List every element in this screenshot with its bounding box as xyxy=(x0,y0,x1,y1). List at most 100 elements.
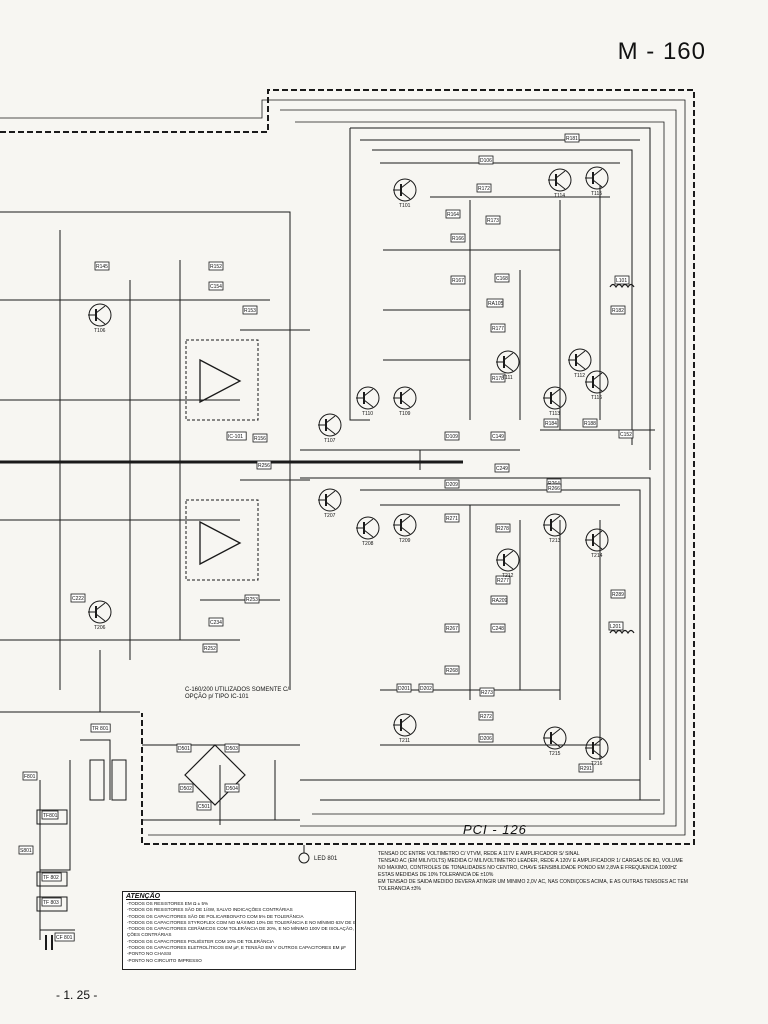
svg-text:R188: R188 xyxy=(584,421,596,427)
component-r291: R291 xyxy=(578,763,594,773)
component-f801: F801 xyxy=(22,771,38,781)
transistor-label: T212 xyxy=(502,573,514,579)
svg-text:R252: R252 xyxy=(204,646,216,652)
component-r253: R253 xyxy=(244,594,260,604)
transistor-t214 xyxy=(585,528,609,552)
component-tf-802: TF 802 xyxy=(41,872,62,882)
transistor-t111 xyxy=(496,350,520,374)
svg-text:C249: C249 xyxy=(496,466,508,472)
legend-line: ESTAS MEDIDAS DE 10% TOLERÂNCIA DE ±10% xyxy=(378,872,494,878)
component-r252: R252 xyxy=(202,643,218,653)
transistor-t114 xyxy=(548,168,572,192)
transistor-t215 xyxy=(543,726,567,750)
svg-text:C222: C222 xyxy=(72,596,84,602)
svg-text:R178: R178 xyxy=(492,376,504,382)
component-tf-803: TF 803 xyxy=(41,897,62,907)
transistor-label: T208 xyxy=(362,541,374,547)
component-d502: D502 xyxy=(178,783,194,793)
component-r256: R256 xyxy=(256,460,272,470)
svg-text:TF801: TF801 xyxy=(43,813,58,819)
transistor-label: T215 xyxy=(549,751,561,757)
legend-line: TENSÃO DC ENTRE VOLTÍMETRO C/ VTVM, REDE… xyxy=(378,851,580,857)
opamp-upper xyxy=(199,358,242,404)
svg-text:CF 801: CF 801 xyxy=(56,935,73,941)
transistor-label: T113 xyxy=(549,411,560,417)
transistor-t216 xyxy=(585,736,609,760)
page-number: - 1. 25 - xyxy=(56,988,98,1002)
svg-text:F801: F801 xyxy=(24,774,36,780)
svg-text:R177: R177 xyxy=(492,326,504,332)
component-r181: R181 xyxy=(564,133,580,143)
svg-text:C152: C152 xyxy=(620,432,632,438)
component-r267: R267 xyxy=(444,623,460,633)
component-r173: R173 xyxy=(485,215,501,225)
component-r188: R188 xyxy=(582,418,598,428)
transistor-t207 xyxy=(318,488,342,512)
svg-text:D206: D206 xyxy=(480,736,492,742)
svg-text:R278: R278 xyxy=(497,526,509,532)
transistor-t107 xyxy=(318,413,342,437)
transistor-label: T107 xyxy=(324,438,336,444)
svg-text:R253: R253 xyxy=(246,597,258,603)
svg-text:C154: C154 xyxy=(210,284,222,290)
component-r268: R268 xyxy=(444,665,460,675)
transistor-label: T101 xyxy=(399,203,411,209)
component-r164: R164 xyxy=(445,209,461,219)
svg-text:R272: R272 xyxy=(480,714,492,720)
transistor-label: T109 xyxy=(399,411,411,417)
component-ra209: RA209 xyxy=(490,595,508,605)
component-r271: R271 xyxy=(444,513,460,523)
svg-text:R152: R152 xyxy=(210,264,222,270)
transistor-t101 xyxy=(393,178,417,202)
transistor-t208 xyxy=(356,516,380,540)
svg-text:R145: R145 xyxy=(96,264,108,270)
svg-text:R256: R256 xyxy=(258,463,270,469)
transistor-t113 xyxy=(543,386,567,410)
svg-text:R268: R268 xyxy=(446,668,458,674)
svg-text:D106: D106 xyxy=(480,158,492,164)
component-c501: C501 xyxy=(196,801,212,811)
svg-text:TF 803: TF 803 xyxy=(43,900,59,906)
attention-line: -TODOS OS CAPACITORES SÃO DE POLICARBONA… xyxy=(127,913,304,919)
svg-text:R266: R266 xyxy=(548,486,560,492)
svg-text:D504: D504 xyxy=(226,786,238,792)
svg-text:L201: L201 xyxy=(610,624,621,630)
svg-text:C168: C168 xyxy=(496,276,508,282)
transistor-label: T112 xyxy=(574,373,585,379)
component-r145: R145 xyxy=(94,261,110,271)
transistor-label: T115 xyxy=(591,191,602,197)
legend-line: NO MÁXIMO, CONTROLES DE TONALIDADES NO C… xyxy=(378,865,677,871)
svg-text:R166: R166 xyxy=(452,236,464,242)
opamp-option-note: C-160/200 UTILIZADOS SOMENTE C/ OPÇÃO p/… xyxy=(185,687,290,700)
attention-notes-box: ATENÇÃO -TODOS OS RESISTORES EM Ω ± 5% -… xyxy=(122,891,356,970)
component-r277: R277 xyxy=(495,575,511,585)
transistor-label: T211 xyxy=(399,738,410,744)
component-l101: L101 xyxy=(614,275,630,285)
component-c222: C222 xyxy=(70,593,86,603)
inductor-L201 xyxy=(609,629,635,635)
component-r178: R178 xyxy=(490,373,506,383)
transistor-t110 xyxy=(356,386,380,410)
svg-text:R153: R153 xyxy=(244,308,256,314)
component-c168: C168 xyxy=(494,273,510,283)
component-c234: C234 xyxy=(208,617,224,627)
transistor-label: T214 xyxy=(591,553,603,559)
measurement-legend: TENSÃO DC ENTRE VOLTÍMETRO C/ VTVM, REDE… xyxy=(378,851,723,893)
svg-text:R267: R267 xyxy=(446,626,458,632)
svg-text:R271: R271 xyxy=(446,516,458,522)
svg-text:TR 801: TR 801 xyxy=(92,726,109,732)
component-r266: R266 xyxy=(546,483,562,493)
attention-line: -TODOS OS RESISTORES EM Ω ± 5% xyxy=(127,901,209,906)
component-r153: R153 xyxy=(242,305,258,315)
component-r166: R166 xyxy=(450,233,466,243)
legend-line: EM TENSÃO DE SAÍDA MEDIDO DEVERÁ ATINGIR… xyxy=(378,879,688,885)
component-r172: R172 xyxy=(476,183,492,193)
component-d106: D106 xyxy=(478,155,494,165)
legend-line: TENSÃO AC (EM MILIVOLTS) MEDIDA C/ MILIV… xyxy=(378,858,684,864)
transistor-t211 xyxy=(393,713,417,737)
svg-text:R184: R184 xyxy=(545,421,557,427)
svg-text:R164: R164 xyxy=(447,212,459,218)
component-r289: R289 xyxy=(610,589,626,599)
